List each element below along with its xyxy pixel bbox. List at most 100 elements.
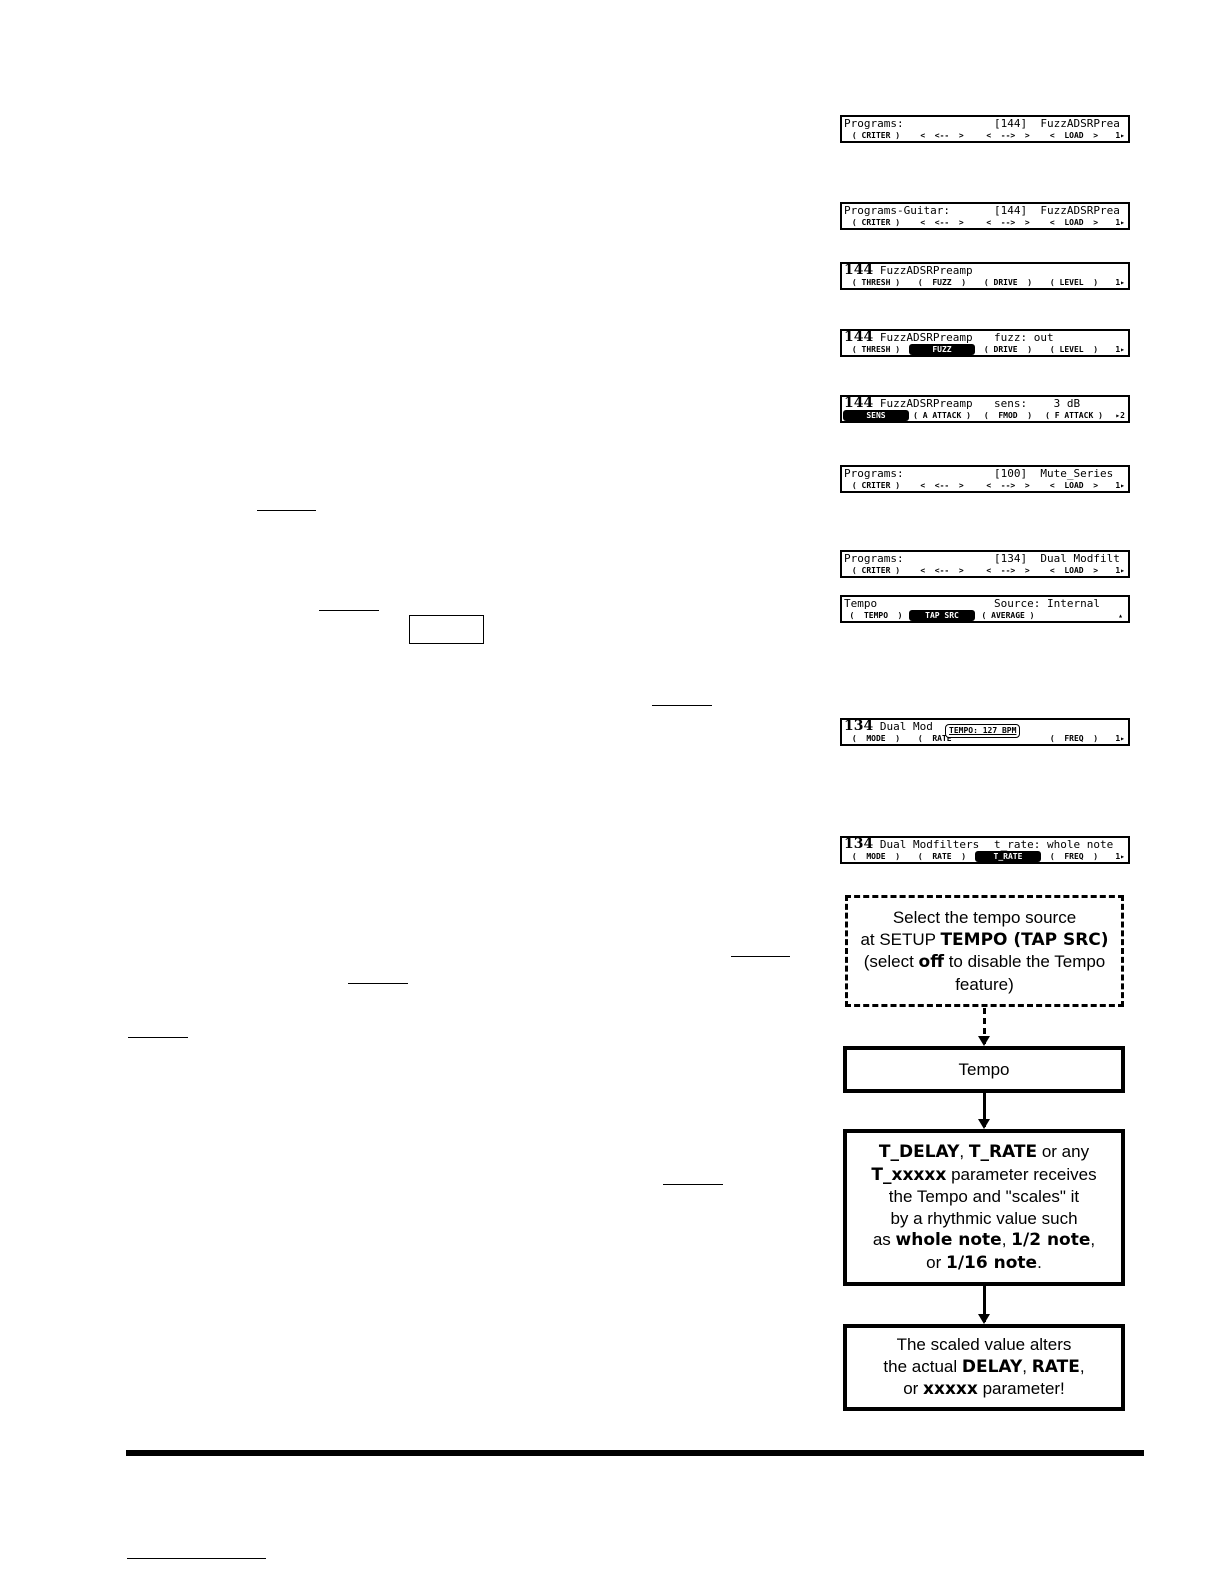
lcd-value: Source: Internal [994,597,1100,610]
lcd-title: FuzzADSRPreamp [879,331,973,344]
lcd-row-title: Programs: [134] Dual Modfilt [844,552,1120,565]
soft-key: < LOAD > [1049,481,1099,490]
lcd-value: fuzz: out [994,331,1054,344]
soft-key: ( TEMPO ) [849,611,903,620]
soft-key: ( FUZZ ) [917,278,967,287]
arrow-down-icon [978,1286,990,1324]
soft-key: ( CRITER ) [851,566,901,575]
soft-key: ( CRITER ) [851,481,901,490]
soft-key: < LOAD > [1049,566,1099,575]
soft-key: 1▸ [1115,278,1125,287]
arrow-down-icon [978,1093,990,1129]
soft-key: < <-- > [920,481,964,490]
lcd-soft-keys: ( THRESH )( FUZZ )( DRIVE )( LEVEL )1▸ [843,277,1125,288]
soft-key-selected: T_RATE [975,851,1041,862]
lcd-soft-keys: ( CRITER )< <-- >< --> >< LOAD >1▸ [843,565,1125,576]
footer-link-underline[interactable] [127,1558,266,1559]
soft-key: ( RATE [917,734,967,743]
program-number: 134 [844,836,874,852]
soft-key: ( MODE ) [851,852,901,861]
soft-key: < --> > [986,481,1030,490]
soft-key: ( THRESH ) [851,278,901,287]
soft-key: 1▸ [1115,566,1125,575]
program-number: 144 [844,329,874,345]
lcd-title: Tempo [844,597,878,610]
lcd-title: Dual Mod [879,720,933,733]
soft-key: 1▸ [1115,345,1125,354]
lcd-soft-keys: SENS ( A ATTACK )( FMOD )( F ATTACK )▸2 [843,410,1125,421]
footer-rule [126,1450,1144,1456]
lcd-value: [134] Dual Modfilt [994,552,1120,565]
soft-key: ( MODE ) [851,734,901,743]
soft-key: ▴ [1041,611,1123,620]
lcd-title: Programs: [844,552,904,565]
lcd-soft-keys: ( TEMPO ) TAP SRC ( AVERAGE ) ▴ [843,610,1123,621]
program-number: 134 [844,718,874,734]
lcd-soft-keys: ( MODE )( RATE ( FREQ )1▸ [843,733,1125,744]
soft-key: < <-- > [920,131,964,140]
flow-step-scaling: T_DELAY, T_RATE or any T_xxxxx parameter… [843,1129,1125,1286]
lcd-row-title: Tempo Source: Internal [844,597,1100,610]
lcd-title: Programs: [844,467,904,480]
soft-key: ( RATE ) [917,852,967,861]
soft-key: 1▸ [1115,481,1125,490]
soft-key: < <-- > [920,566,964,575]
lcd-row-title: Programs:[144] FuzzADSRPrea [844,117,1120,130]
lcd-title: FuzzADSRPreamp [879,264,973,277]
lcd-value: t_rate: whole note [994,838,1114,851]
lcd-row-title: 144 FuzzADSRPreamp fuzz: out [844,329,1054,345]
lcd-title: FuzzADSRPreamp [879,397,973,410]
soft-key: ( THRESH ) [851,345,901,354]
underline-mark [319,610,379,611]
soft-key: 1▸ [1115,852,1125,861]
inline-box [409,615,484,644]
soft-key: ( FREQ ) [1049,734,1099,743]
lcd-screen: Programs-Guitar: [144] FuzzADSRPrea ( CRIT… [840,202,1130,230]
soft-key: 1▸ [1115,131,1125,140]
underline-mark [731,956,790,957]
soft-key: ( CRITER ) [851,218,901,227]
lcd-soft-keys: ( CRITER ) < <-- > < --> > < LOAD > 1▸ [843,480,1125,491]
flow-step-tempo-source: Select the tempo source at SETUP TEMPO (… [845,895,1124,1007]
soft-key: ( CRITER ) [851,131,901,140]
soft-key: < --> > [986,218,1030,227]
soft-key: < LOAD > [1049,218,1099,227]
flow-step-tempo: Tempo [843,1046,1125,1093]
lcd-screen: Programs: [100] Mute_Series ( CRITER ) < <-… [840,465,1130,493]
lcd-screen: Programs: [134] Dual Modfilt ( CRITER ) < <… [840,550,1130,578]
soft-key-selected: SENS [843,410,909,421]
lcd-row-title: Programs: [100] Mute_Series [844,467,1113,480]
soft-key-selected: FUZZ [909,344,975,355]
lcd-screen: 134 Dual Mod( MODE )( RATE ( FREQ )1▸TEM… [840,718,1130,746]
arrow-down-icon [978,1008,990,1046]
lcd-title: Programs-Guitar: [844,204,950,217]
lcd-value: [100] Mute_Series [994,467,1114,480]
soft-key: < --> > [986,131,1030,140]
lcd-row-title: Programs-Guitar: [144] FuzzADSRPrea [844,204,1120,217]
lcd-screen: 144 FuzzADSRPreamp( THRESH )( FUZZ )( DR… [840,262,1130,290]
soft-key: ▸2 [1115,411,1125,420]
underline-mark [663,1184,723,1185]
lcd-row-title: 144 FuzzADSRPreamp [844,264,973,277]
lcd-soft-keys: ( THRESH ) FUZZ ( DRIVE )( LEVEL )1▸ [843,344,1125,355]
soft-key: ( LEVEL ) [1049,278,1099,287]
soft-key: < <-- > [920,218,964,227]
lcd-soft-keys: ( CRITER ) < <-- > < --> > < LOAD > 1▸ [843,130,1125,141]
soft-key-selected: TAP SRC [909,610,975,621]
lcd-value: [144] FuzzADSRPrea [994,204,1120,217]
soft-key: ( FMOD ) [983,411,1033,420]
flow-step-result: The scaled value alters the actual DELAY… [843,1324,1125,1411]
soft-key: ( A ATTACK ) [913,411,971,420]
tempo-popup: TEMPO: 127 BPM [945,724,1021,738]
soft-key: ( AVERAGE ) [981,611,1035,620]
underline-mark [257,510,316,511]
soft-key: ( DRIVE ) [983,345,1033,354]
soft-key: < LOAD > [1049,131,1099,140]
program-number: 144 [844,395,874,411]
